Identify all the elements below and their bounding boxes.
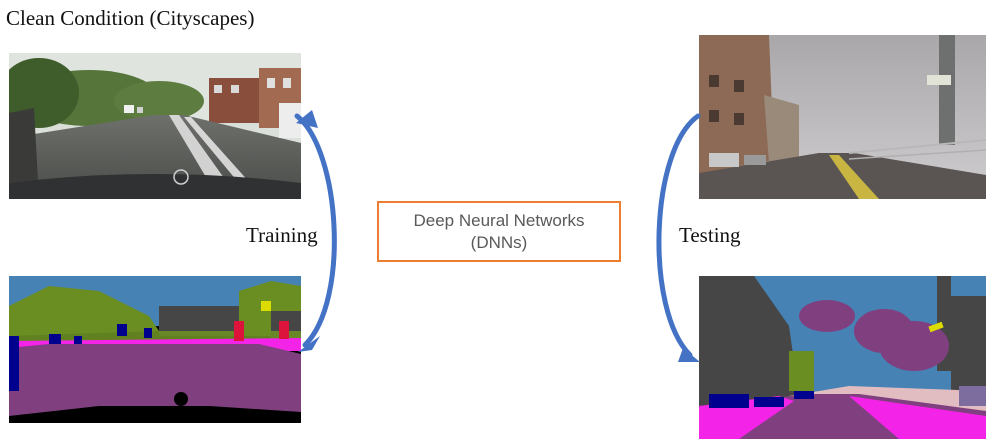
train-segmentation <box>9 276 301 423</box>
training-arrow-head <box>296 110 318 128</box>
testing-label: Testing <box>679 223 741 247</box>
test-photo <box>699 35 986 199</box>
test-segmentation <box>699 276 986 439</box>
training-arrow-tail-head <box>298 336 320 352</box>
training-arrow <box>294 113 337 348</box>
dnn-box: Deep Neural Networks (DNNs) <box>377 201 621 262</box>
dnn-label-line1: Deep Neural Networks <box>413 210 585 230</box>
testing-arrow <box>656 113 701 358</box>
train-photo <box>9 53 301 199</box>
training-label: Training <box>246 223 318 247</box>
testing-arrow-head <box>678 348 700 362</box>
figure-title: Clean Condition (Cityscapes) <box>6 6 255 30</box>
dnn-label-line2: (DNNs) <box>470 232 528 252</box>
